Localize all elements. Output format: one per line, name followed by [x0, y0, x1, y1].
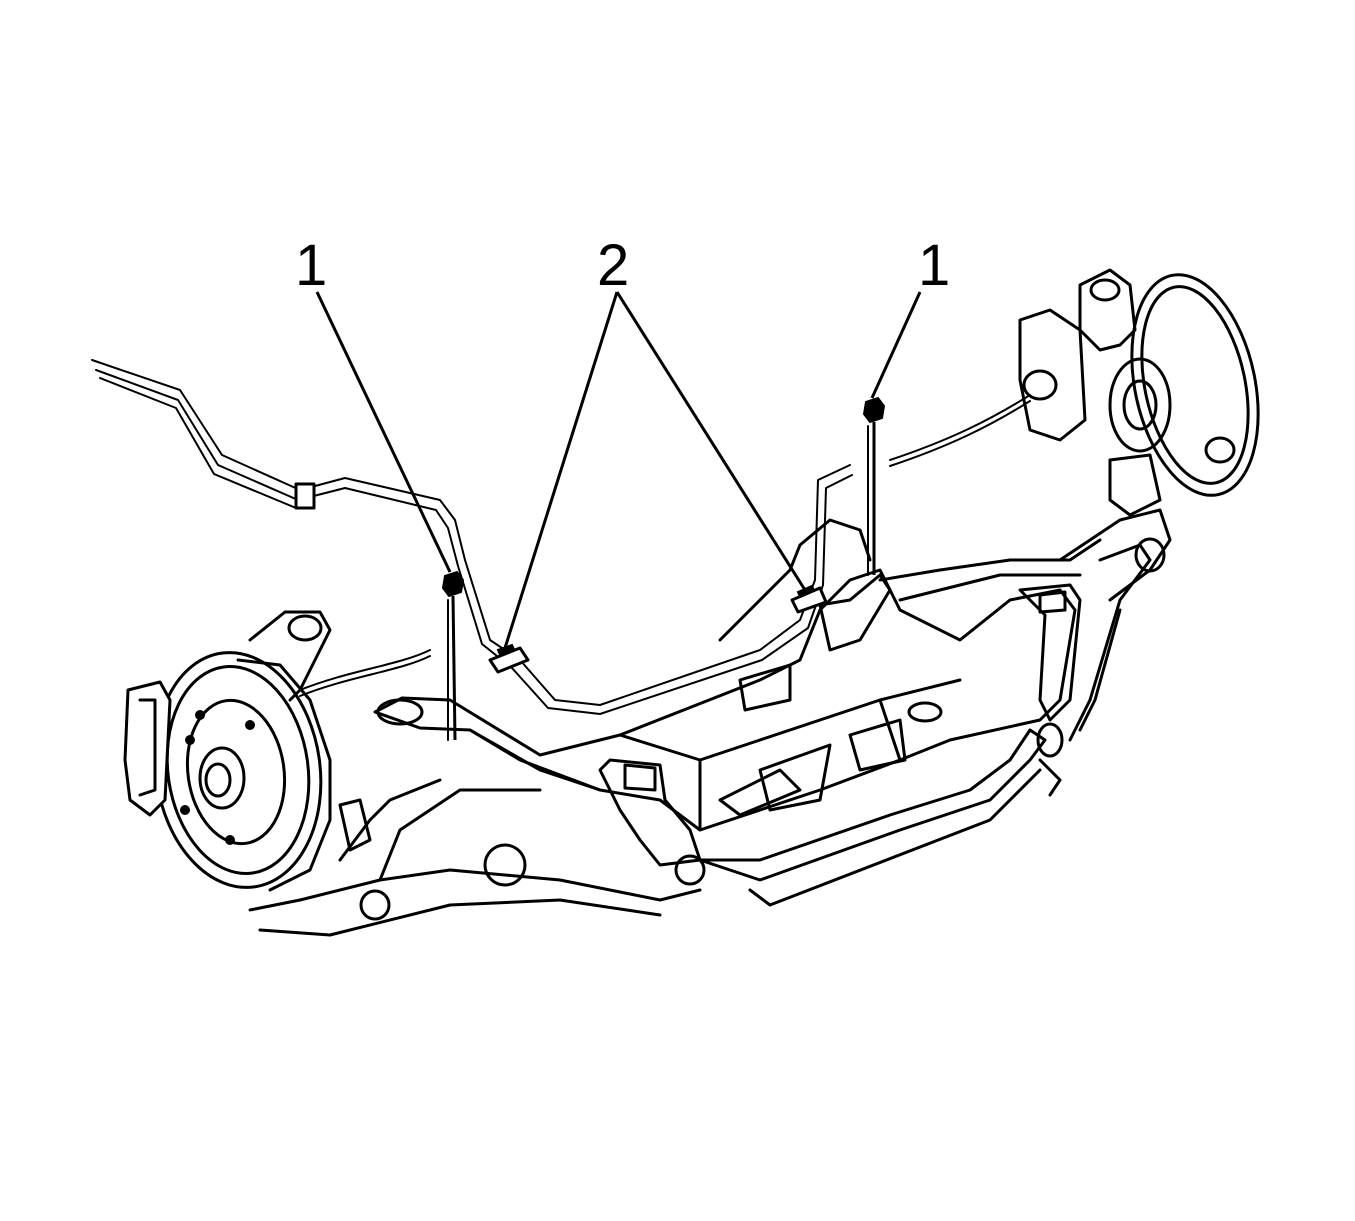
brake-hoses — [299, 394, 1031, 697]
brake-line-clip-icon — [488, 584, 828, 674]
callout-leaders — [315, 291, 922, 649]
suspension-cradle — [373, 518, 1102, 907]
callout-2: 2 — [597, 233, 629, 298]
bolt-icon — [441, 396, 886, 741]
left-wheel-hub — [123, 610, 706, 937]
right-wheel-hub — [1018, 268, 1260, 797]
callout-1-left: 1 — [295, 233, 327, 298]
callout-1-right: 1 — [918, 233, 950, 298]
